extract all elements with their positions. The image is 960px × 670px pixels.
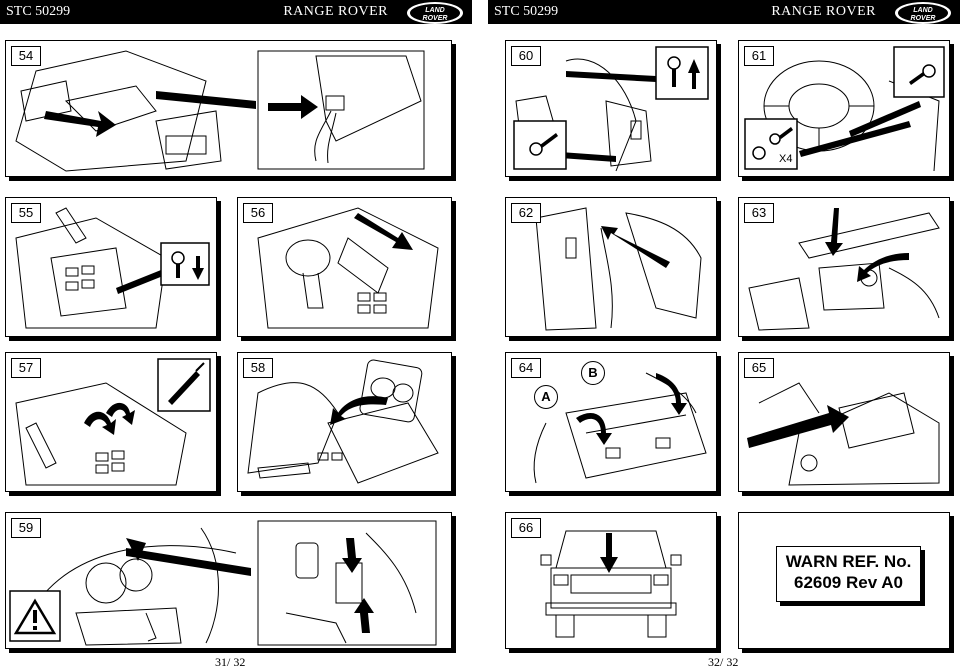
illustration-gear-lever <box>257 207 439 329</box>
land-rover-logo-icon: LAND ROVER <box>895 2 951 24</box>
panel-56: 56 <box>237 197 452 337</box>
panel-57: 57 <box>5 352 217 492</box>
panel-60: 60 <box>505 40 717 177</box>
warning-reference-panel: WARN REF. No. 62609 Rev A0 <box>738 512 950 649</box>
step-number: 59 <box>11 518 41 538</box>
illustration-instrument-panel <box>9 520 437 646</box>
step-number: 60 <box>511 46 541 66</box>
page-footer: 32/ 32 <box>708 655 739 669</box>
warning-reference-box: WARN REF. No. 62609 Rev A0 <box>776 546 921 602</box>
panel-55: 55 <box>5 197 217 337</box>
warning-triangle-icon <box>13 598 57 635</box>
warning-ref-line1: WARN REF. No. <box>785 552 912 571</box>
up-arrow-icon <box>688 59 700 89</box>
illustration-engine-bay <box>748 208 940 331</box>
illustration-trim-removal <box>15 358 211 486</box>
illustration-battery <box>533 372 707 484</box>
page-footer: 31/ 32 <box>215 655 246 669</box>
callout-a: A <box>534 385 558 409</box>
illustration-vehicle-front <box>540 530 682 638</box>
land-rover-logo-icon: LAND ROVER <box>407 2 463 24</box>
step-number: 66 <box>511 518 541 538</box>
panel-63: 63 <box>738 197 950 337</box>
illustration-switch-panel <box>15 207 210 329</box>
illustration-bulkhead <box>535 207 702 331</box>
step-number: 65 <box>744 358 774 378</box>
screw-icon <box>667 56 681 87</box>
panel-58: 58 <box>237 352 452 492</box>
logo-text-top: LAND <box>425 7 444 14</box>
panel-65: 65 <box>738 352 950 492</box>
page-header: STC 50299 RANGE ROVER LAND ROVER <box>0 0 472 24</box>
panel-61: 61 X4 <box>738 40 950 177</box>
down-arrow-icon <box>192 256 204 280</box>
illustration-steering-wheel <box>744 46 945 172</box>
step-number: 57 <box>11 358 41 378</box>
page-31: STC 50299 RANGE ROVER LAND ROVER 54 <box>0 0 472 669</box>
panel-64: 64 A B <box>505 352 717 492</box>
panel-54: 54 <box>5 40 452 177</box>
step-number: 61 <box>744 46 774 66</box>
screw-icon <box>752 127 793 160</box>
doc-number: STC 50299 <box>494 4 559 19</box>
step-number: 58 <box>243 358 273 378</box>
panel-59: 59 <box>5 512 452 649</box>
illustration-column-shroud <box>513 46 709 172</box>
screwdriver-icon <box>168 362 205 405</box>
logo-text-top: LAND <box>913 7 932 14</box>
brand-title: RANGE ROVER <box>771 4 876 19</box>
screw-icon <box>909 64 936 85</box>
step-number: 56 <box>243 203 273 223</box>
panel-62: 62 <box>505 197 717 337</box>
step-number: 64 <box>511 358 541 378</box>
screw-icon <box>529 133 558 156</box>
callout-b: B <box>581 361 605 385</box>
arrow-icon <box>44 111 116 137</box>
logo-text-bottom: ROVER <box>423 15 448 22</box>
illustration-console <box>15 50 425 172</box>
quantity-label: X4 <box>779 153 793 165</box>
step-number: 55 <box>11 203 41 223</box>
screw-icon <box>171 251 185 278</box>
step-number: 63 <box>744 203 774 223</box>
step-number: 62 <box>511 203 541 223</box>
page-32: STC 50299 RANGE ROVER LAND ROVER 60 <box>488 0 960 669</box>
brand-title: RANGE ROVER <box>283 4 388 19</box>
page-header: STC 50299 RANGE ROVER LAND ROVER <box>488 0 960 24</box>
illustration-engine-cover <box>747 382 940 486</box>
panel-66: 66 <box>505 512 717 649</box>
doc-number: STC 50299 <box>6 4 71 19</box>
warning-ref-line2: 62609 Rev A0 <box>793 573 903 592</box>
logo-text-bottom: ROVER <box>911 15 936 22</box>
step-number: 54 <box>11 46 41 66</box>
illustration-cupholder <box>247 359 439 484</box>
